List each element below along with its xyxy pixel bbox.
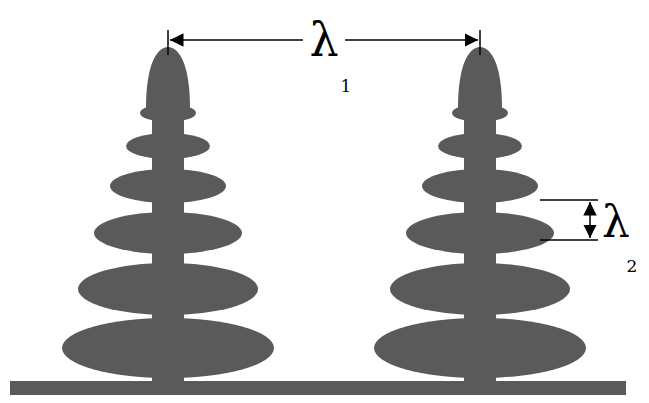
substrate-bar <box>10 381 626 395</box>
dendrite <box>62 47 274 385</box>
arm-spacing-dimension <box>540 200 598 240</box>
lambda-symbol: λ <box>303 17 344 63</box>
subscript-number: 2 <box>627 258 638 275</box>
dendrite <box>374 47 586 385</box>
lambda-symbol: λ <box>602 200 630 244</box>
subscript-number: 1 <box>341 78 352 95</box>
